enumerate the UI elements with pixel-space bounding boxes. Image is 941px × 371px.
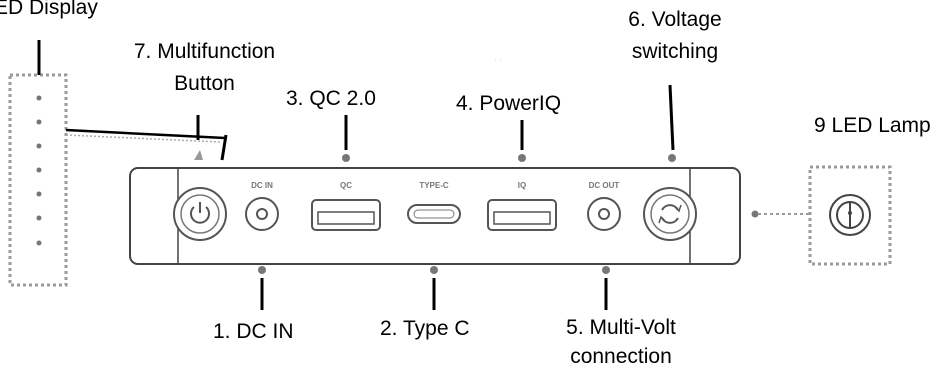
power-button[interactable] [173, 187, 227, 241]
label-type-c: 2. Type C [380, 317, 470, 340]
label-poweriq: 4. PowerIQ [456, 92, 562, 115]
label-voltage-line1: 6. Voltage [628, 8, 722, 31]
voltage-switch-icon [658, 204, 682, 224]
label-multivolt-line1: 5. Multi-Volt [566, 316, 676, 339]
dc-out-jack [587, 197, 621, 231]
port-label-dc-out: DC OUT [589, 181, 620, 190]
lamp-icon [829, 194, 871, 236]
label-multifunction-line1: 7. Multifunction [133, 40, 276, 63]
port-label-type-c: TYPE-C [419, 181, 449, 190]
port-label-iq: IQ [518, 181, 526, 190]
label-multifunction-line2: Button [174, 72, 235, 95]
label-voltage-line2: switching [631, 40, 719, 63]
svg-text:· ·: · · [494, 54, 503, 64]
label-dc-in: 1. DC IN [213, 320, 294, 343]
voltage-switch-knob[interactable] [643, 187, 697, 241]
dc-in-jack [245, 197, 279, 231]
led-display-box [8, 73, 68, 287]
port-label-qc: QC [340, 181, 352, 190]
port-label-dc-in: DC IN [251, 181, 273, 190]
led-indicator-dots [36, 95, 42, 246]
iq-usb-port [487, 199, 557, 231]
label-multivolt-line2: connection [570, 345, 672, 368]
led-connector-line [65, 128, 226, 140]
qc-usb-port [311, 199, 381, 231]
multifunction-leader-b [220, 134, 228, 161]
label-led-lamp: 9 LED Lamp [814, 114, 931, 137]
type-c-port [407, 204, 461, 224]
label-qc: 3. QC 2.0 [286, 87, 376, 110]
label-led-display: ED Display [0, 0, 98, 19]
led-connector-dotted [65, 134, 221, 143]
led-lamp-box [808, 165, 892, 266]
power-icon [190, 202, 210, 224]
